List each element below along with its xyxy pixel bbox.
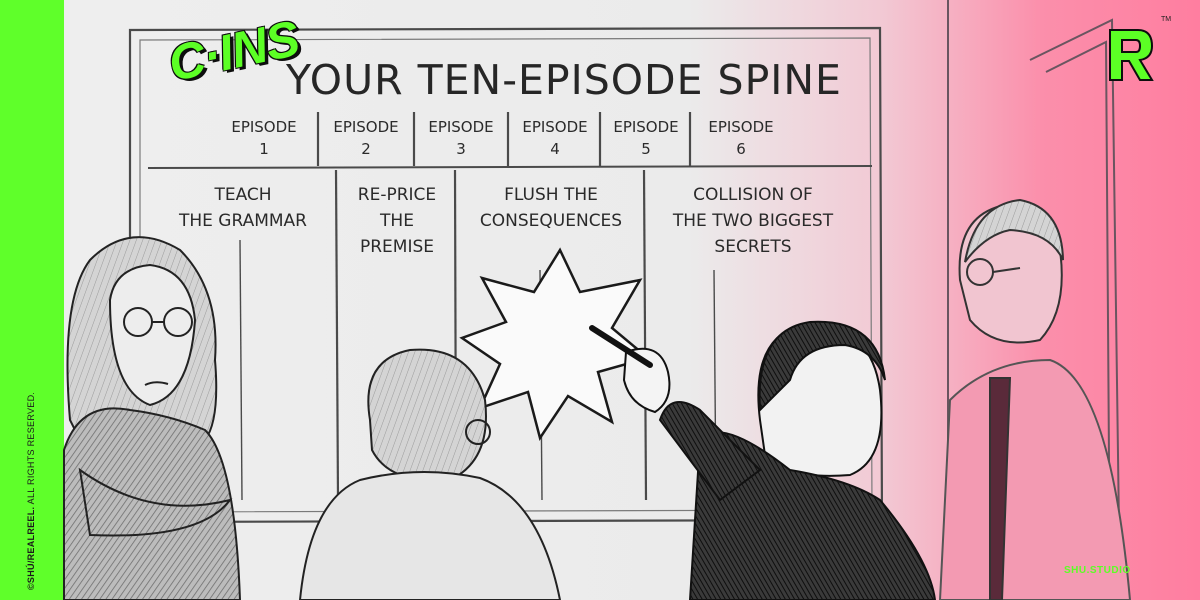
episode-header-2: EPISODE 2: [316, 116, 416, 160]
episode-number: 4: [550, 140, 560, 158]
standing-man-figure: [938, 198, 1132, 600]
episode-header-6: EPISODE 6: [691, 116, 791, 160]
episode-header-4: EPISODE 4: [505, 116, 605, 160]
episode-number: 1: [259, 140, 269, 158]
episode-label: EPISODE: [522, 118, 588, 136]
phase-line: TEACH: [214, 185, 272, 205]
phase-reprice-premise: RE-PRICE THE PREMISE: [340, 182, 454, 260]
woman-figure: [63, 236, 242, 600]
phase-line: PREMISE: [359, 237, 435, 257]
studio-name: SHU.STUDIO: [1064, 565, 1131, 576]
phase-line: SECRETS: [714, 237, 792, 257]
whiteboard-title: YOUR TEN-EPISODE SPINE: [286, 56, 842, 104]
episode-label: EPISODE: [428, 118, 494, 136]
episode-number: 6: [736, 140, 746, 158]
episode-label: EPISODE: [333, 118, 399, 136]
phase-line: CONSEQUENCES: [479, 211, 623, 231]
episode-label: EPISODE: [708, 118, 774, 136]
phase-flush-consequences: FLUSH THE CONSEQUENCES: [458, 182, 644, 234]
phase-line: COLLISION OF: [693, 185, 813, 205]
phase-line: THE GRAMMAR: [178, 211, 307, 231]
phase-collision-secrets: COLLISION OF THE TWO BIGGEST SECRETS: [648, 182, 858, 260]
episode-header-5: EPISODE 5: [596, 116, 696, 160]
column-line: [239, 239, 243, 501]
header-divider: [147, 165, 873, 169]
phase-line: RE-PRICE: [357, 185, 437, 205]
episode-number: 2: [361, 140, 371, 158]
r-logo-icon: [1109, 29, 1154, 81]
episode-header-3: EPISODE 3: [411, 116, 511, 160]
phase-line: THE: [380, 211, 414, 231]
pointing-man-figure: [589, 320, 937, 600]
phase-divider: [334, 169, 340, 501]
phase-teach-grammar: TEACH THE GRAMMAR: [150, 182, 336, 234]
phase-line: FLUSH THE: [504, 185, 598, 205]
episode-label: EPISODE: [231, 118, 297, 136]
episode-number: 3: [456, 140, 466, 158]
trademark-mark: TM: [1161, 16, 1172, 23]
starburst-drawing: [459, 247, 651, 442]
phase-line: THE TWO BIGGEST: [672, 211, 834, 231]
phase-divider: [642, 169, 648, 501]
episode-header-1: EPISODE 1: [214, 116, 314, 160]
green-side-bar: [0, 0, 64, 600]
episode-number: 5: [641, 140, 651, 158]
episode-label: EPISODE: [613, 118, 679, 136]
balding-man-figure: [298, 348, 562, 600]
